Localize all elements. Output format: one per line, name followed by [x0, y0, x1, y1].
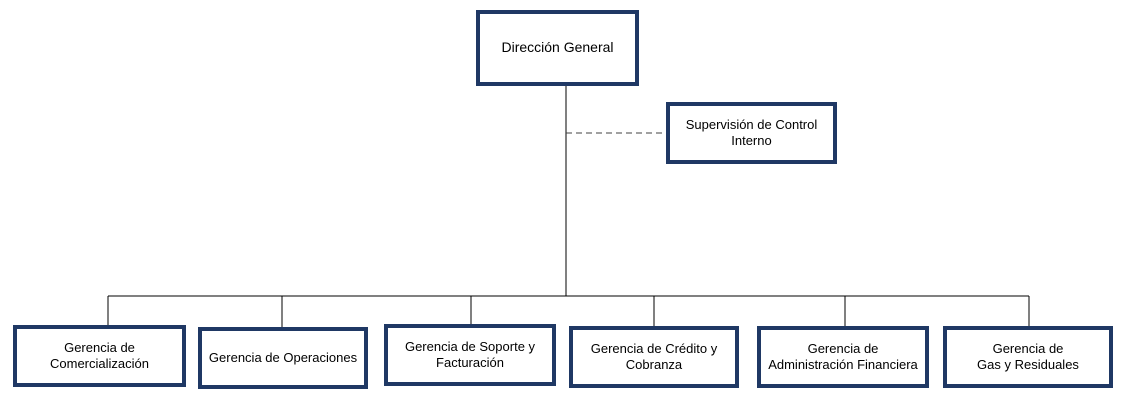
org-box-label: Gerencia de Soporte y Facturación [404, 338, 536, 370]
org-box-direccion-general: Dirección General [476, 10, 639, 86]
org-box-label: Gerencia de Gas y Residuales [977, 340, 1079, 372]
org-box-gerencia-comercializacion: Gerencia de Comercialización [13, 325, 186, 387]
org-box-gerencia-administracion-financiera: Gerencia de Administración Financiera [757, 326, 929, 388]
org-box-label: Gerencia de Comercialización [50, 339, 149, 371]
org-box-label: Supervisión de Control Interno [685, 116, 818, 148]
org-box-label: Gerencia de Crédito y Cobranza [590, 340, 718, 372]
org-box-gerencia-gas-residuales: Gerencia de Gas y Residuales [943, 326, 1113, 388]
org-box-label: Gerencia de Administración Financiera [768, 340, 918, 372]
org-box-gerencia-soporte-facturacion: Gerencia de Soporte y Facturación [384, 324, 556, 386]
org-box-gerencia-credito-cobranza: Gerencia de Crédito y Cobranza [569, 326, 739, 388]
org-box-supervision-control-interno: Supervisión de Control Interno [666, 102, 837, 164]
org-box-gerencia-operaciones: Gerencia de Operaciones [198, 327, 368, 389]
org-box-label: Gerencia de Operaciones [208, 349, 358, 365]
org-box-label: Dirección General [501, 39, 614, 56]
